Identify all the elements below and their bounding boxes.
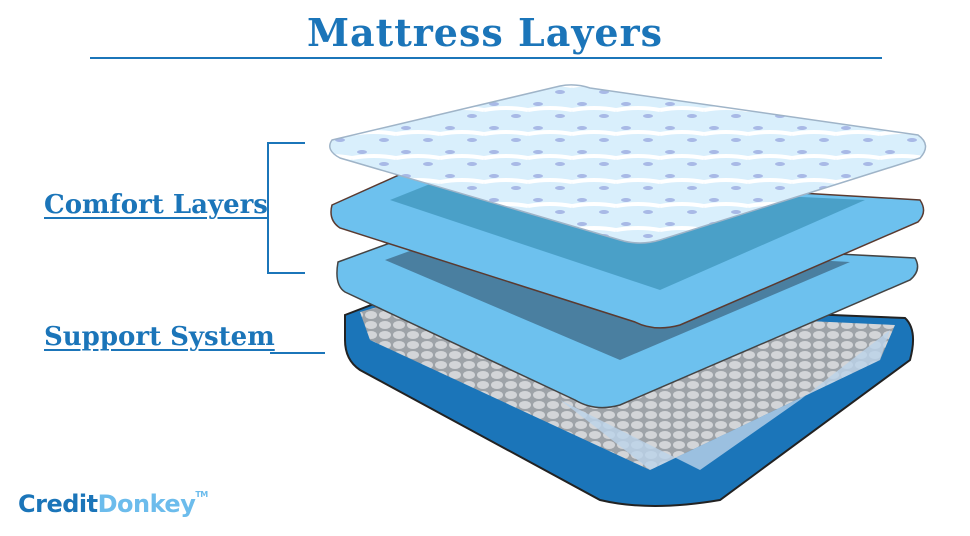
support-system-label: Support System — [44, 322, 275, 352]
comfort-layers-bracket — [267, 142, 305, 274]
comfort-layers-label: Comfort Layers — [44, 190, 268, 220]
title-underline — [90, 57, 882, 59]
comfort-layer-top — [329, 84, 927, 244]
page-title: Mattress Layers — [306, 10, 664, 55]
creditdonkey-logo: CreditDonkeyTM — [18, 490, 208, 518]
logo-tm: TM — [195, 490, 208, 499]
logo-part1: Credit — [18, 490, 98, 518]
logo-part2: Donkey — [97, 490, 196, 518]
support-system-pointer — [270, 352, 325, 354]
